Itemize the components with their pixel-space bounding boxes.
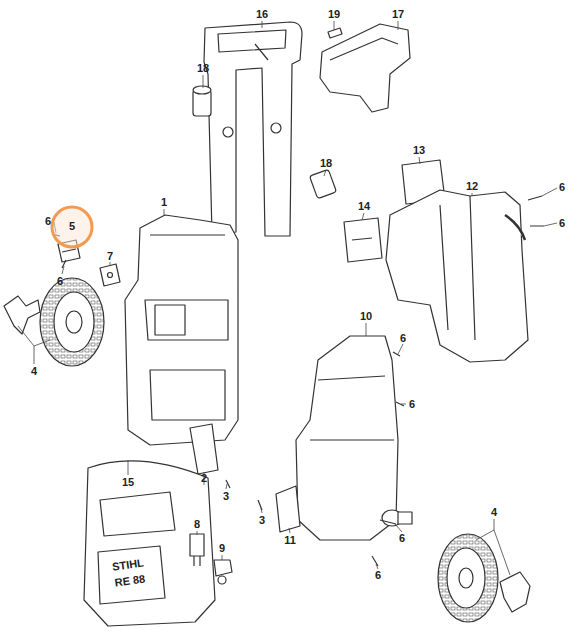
- callout-number: 5: [69, 221, 75, 232]
- callout-number: 14: [358, 201, 370, 212]
- callout-number: 3: [223, 491, 229, 502]
- callout-number: 19: [328, 9, 340, 20]
- callout-number: 6: [399, 533, 405, 544]
- callout-number: 18: [197, 63, 209, 74]
- callout-number: 12: [466, 181, 478, 192]
- callout-number: 3: [259, 515, 265, 526]
- callout-number: 17: [392, 9, 404, 20]
- callout-number: 6: [375, 570, 381, 581]
- callout-number: 9: [219, 543, 225, 554]
- callout-number: 10: [360, 311, 372, 322]
- callout-number: 13: [413, 145, 425, 156]
- callout-number: 6: [409, 399, 415, 410]
- callout-number: 6: [45, 216, 51, 227]
- callout-number: 6: [559, 182, 565, 193]
- callout-number: 7: [107, 251, 113, 262]
- callout-number: 1: [161, 197, 167, 208]
- callout-number: 18: [320, 158, 332, 169]
- callout-number: 6: [559, 218, 565, 229]
- callout-number: 8: [194, 519, 200, 530]
- callout-number: 15: [122, 477, 134, 488]
- callout-number: 6: [57, 276, 63, 287]
- callout-number: 11: [284, 535, 296, 546]
- callout-number: 16: [256, 9, 268, 20]
- callout-number: 4: [31, 366, 37, 377]
- callout-number: 4: [491, 507, 497, 518]
- callout-number: 6: [400, 333, 406, 344]
- callout-number: 2: [201, 473, 207, 484]
